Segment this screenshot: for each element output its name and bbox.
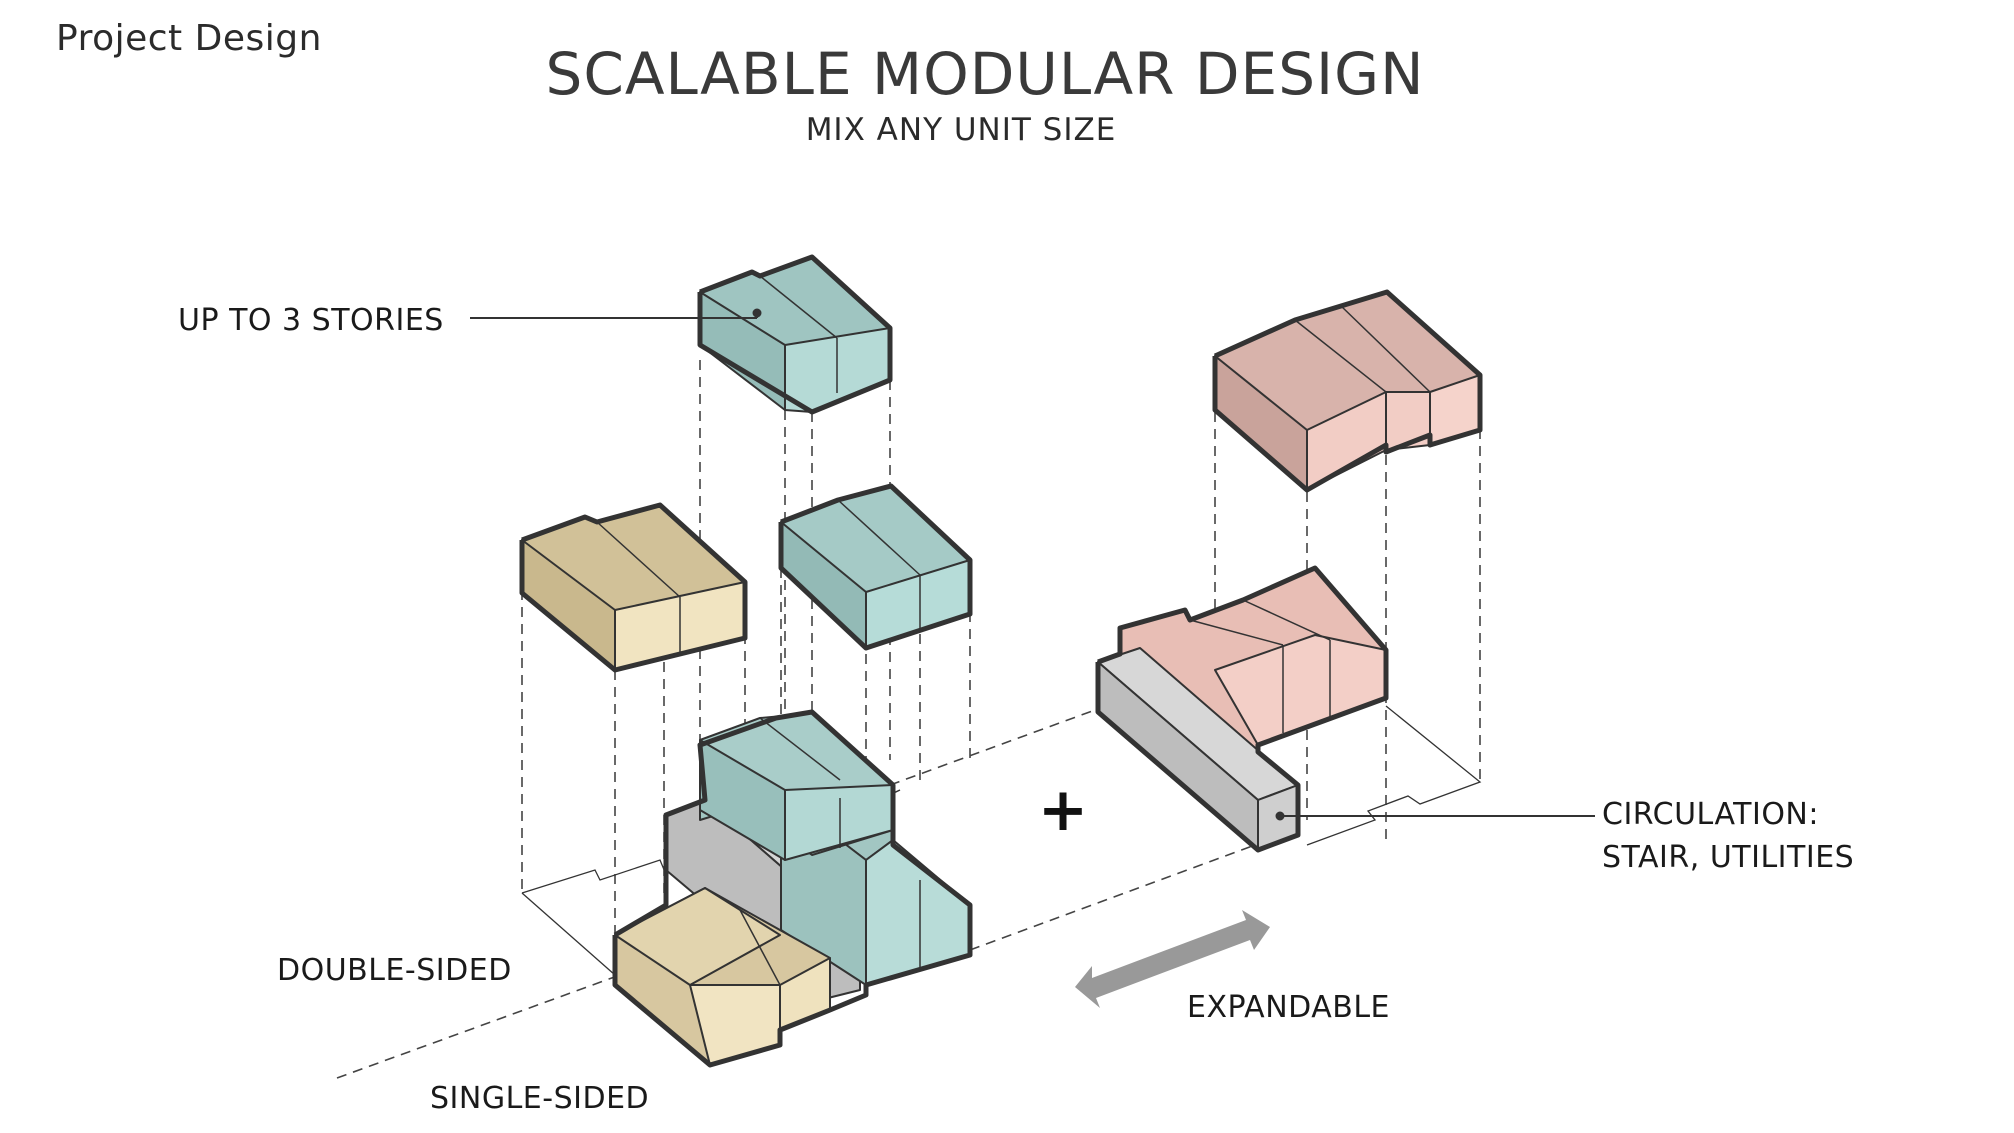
page-subtitle: MIX ANY UNIT SIZE (805, 112, 1117, 148)
label-circulation-line1: CIRCULATION: (1602, 797, 1819, 832)
label-double-sided: DOUBLE-SIDED (277, 953, 512, 988)
label-expandable: EXPANDABLE (1187, 990, 1390, 1025)
page-title: SCALABLE MODULAR DESIGN (545, 40, 1425, 108)
teal-module-mid (778, 483, 973, 651)
label-single-sided: SINGLE-SIDED (430, 1081, 650, 1116)
base-assembly (612, 709, 973, 1068)
expandable-arrow-icon (1075, 910, 1270, 1008)
pink-module-top (1212, 289, 1483, 493)
teal-module-top (697, 254, 893, 415)
tan-module (519, 502, 748, 673)
label-circulation-line2: STAIR, UTILITIES (1602, 840, 1855, 875)
section-label: Project Design (56, 18, 322, 59)
pink-module-stair (1095, 565, 1389, 853)
plus-sign: + (1038, 775, 1088, 845)
label-up-to-3-stories: UP TO 3 STORIES (178, 303, 444, 338)
